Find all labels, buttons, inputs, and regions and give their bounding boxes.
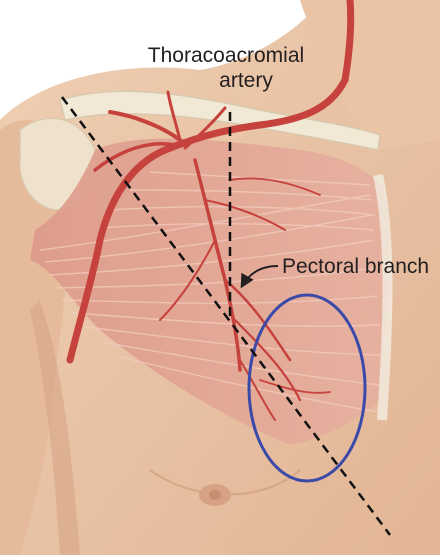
pectoral-branch-label: Pectoral branch <box>282 255 429 278</box>
artery-label-line2: artery <box>219 69 273 92</box>
artery-label-line1: Thoracoacromial <box>148 44 304 67</box>
